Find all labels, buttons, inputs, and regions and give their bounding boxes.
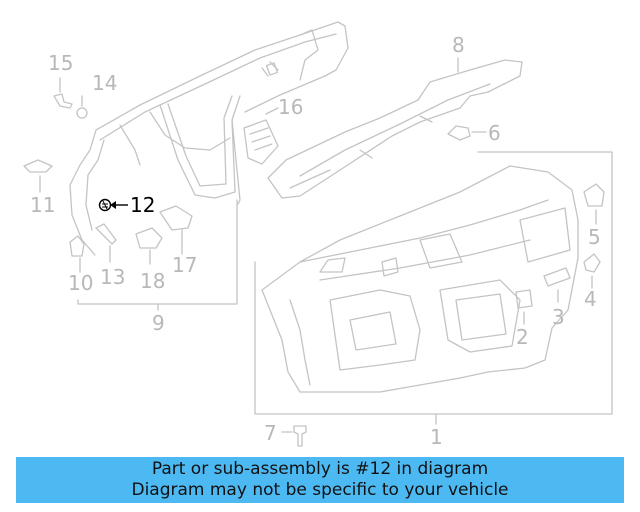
callout-1: 1 bbox=[430, 425, 443, 449]
callout-5: 5 bbox=[588, 225, 601, 249]
part-6-clip bbox=[447, 125, 471, 141]
part-4-clip bbox=[583, 253, 601, 273]
part-10-bracket bbox=[69, 235, 85, 257]
part-12-highlighted bbox=[98, 198, 128, 212]
part-11-cable-clip bbox=[23, 159, 53, 173]
part-16-vent bbox=[243, 119, 279, 165]
part-9-crosscar-beam bbox=[95, 21, 349, 131]
part-1-instrument-panel bbox=[261, 165, 579, 393]
part-3-cover bbox=[543, 267, 571, 287]
part-7-bolt bbox=[293, 425, 307, 447]
part-17-bracket bbox=[159, 205, 193, 231]
part-5-bracket bbox=[583, 183, 605, 207]
banner-line-2: Diagram may not be specific to your vehi… bbox=[131, 480, 509, 500]
callout-6: 6 bbox=[488, 121, 501, 145]
callout-15: 15 bbox=[48, 51, 73, 75]
info-banner: Part or sub-assembly is #12 in diagram D… bbox=[16, 457, 624, 503]
parts-diagram: 1 2 3 4 5 6 7 8 9 10 11 12 13 14 15 16 1… bbox=[23, 21, 613, 449]
part-15-bolt bbox=[53, 93, 73, 109]
callout-17: 17 bbox=[172, 253, 197, 277]
part-8-dash-insulator bbox=[267, 59, 523, 199]
group-box-1 bbox=[254, 151, 613, 415]
callout-3: 3 bbox=[552, 305, 565, 329]
callout-14: 14 bbox=[92, 71, 117, 95]
part-18-bracket bbox=[135, 227, 163, 249]
callout-8: 8 bbox=[452, 33, 465, 57]
callout-2: 2 bbox=[516, 325, 529, 349]
part-2-bracket bbox=[515, 289, 533, 309]
banner-line-1: Part or sub-assembly is #12 in diagram bbox=[151, 459, 489, 479]
part-13-bolt bbox=[95, 223, 117, 245]
callout-16: 16 bbox=[278, 95, 303, 119]
callout-10: 10 bbox=[68, 271, 93, 295]
callout-4: 4 bbox=[584, 287, 597, 311]
callout-12: 12 bbox=[130, 193, 155, 217]
callout-13: 13 bbox=[100, 265, 125, 289]
callout-7: 7 bbox=[264, 421, 277, 445]
callout-18: 18 bbox=[140, 269, 165, 293]
callout-9: 9 bbox=[152, 311, 165, 335]
part-14-nut bbox=[76, 107, 88, 119]
callout-11: 11 bbox=[30, 193, 55, 217]
